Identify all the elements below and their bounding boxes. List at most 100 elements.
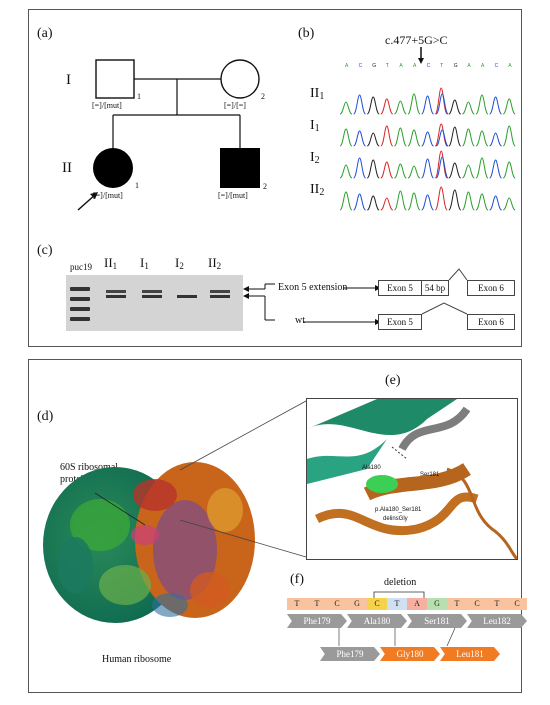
- wt-exon5-box: Exon 5: [378, 314, 422, 330]
- residue-arrow: Ser181: [407, 614, 467, 628]
- sequence-row-label: II1: [310, 86, 324, 102]
- deletion-bracket: [373, 591, 425, 599]
- chromatogram-peak: [353, 193, 366, 211]
- chromatogram-peak: [448, 189, 462, 211]
- chromatogram-traces: [339, 87, 516, 211]
- chromatogram-peak: [407, 192, 421, 211]
- structure-zoom-drawing: [307, 399, 517, 559]
- nucleotide-cell: T: [307, 598, 328, 610]
- mutation-arrow: [418, 47, 424, 64]
- nucleotide-cell: G: [427, 598, 448, 610]
- nucleotide-cell: A: [407, 598, 428, 610]
- chromatogram-peak: [339, 128, 353, 147]
- pedigree-lines: [77, 59, 260, 211]
- heterozygous-peak: [435, 93, 449, 115]
- wt-band: [106, 295, 126, 298]
- chromatogram-peak: [502, 161, 516, 179]
- chromatogram-peak: [393, 190, 407, 211]
- chromatogram-peak: [407, 93, 421, 115]
- nucleotide-cell: T: [487, 598, 508, 610]
- chromatogram-peak: [366, 96, 380, 115]
- lane-label-main: I: [175, 255, 180, 270]
- extension-band: [142, 290, 162, 293]
- chromatogram-peak: [366, 159, 380, 179]
- chromatogram-peak: [339, 191, 353, 211]
- chromatogram-peak: [489, 96, 502, 115]
- panel-label-e: (e): [385, 373, 401, 388]
- ii1-number: 1: [135, 181, 139, 190]
- gel-lane-label: I2: [175, 255, 184, 271]
- lane-label-main: II: [104, 255, 113, 270]
- extension-band: [210, 290, 230, 293]
- splice-junction-lines: [421, 268, 468, 315]
- chromatogram-peak: [366, 195, 380, 211]
- generation-ii-label: II: [62, 160, 72, 176]
- i2-genotype: [=]/[=]: [224, 101, 246, 110]
- ribosome-caption: Human ribosome: [102, 654, 172, 665]
- chromatogram-peak: [489, 132, 502, 147]
- chromatogram-peak: [475, 130, 489, 147]
- nucleotide-cell: T: [287, 598, 308, 610]
- chromatogram-peak: [394, 100, 407, 115]
- ext-exon6-box: Exon 6: [467, 280, 515, 296]
- chromatogram-peak: [421, 194, 434, 211]
- chromatogram-peak: [462, 101, 475, 115]
- deletion-label: deletion: [384, 577, 417, 588]
- panel-label-b: (b): [298, 26, 315, 41]
- chromatogram-peak: [475, 94, 489, 115]
- marker-band: [70, 307, 90, 311]
- gel-marker-label: puc19: [70, 262, 92, 272]
- nucleotide-cell: T: [387, 598, 408, 610]
- row-label-main: I: [310, 118, 315, 133]
- base-call: A: [399, 63, 403, 69]
- nucleotide-cell: T: [447, 598, 468, 610]
- residue-arrow: Phe179: [320, 647, 380, 661]
- chromatogram-peak: [421, 131, 434, 147]
- lane-label-main: I: [140, 255, 145, 270]
- row-label-main: II: [310, 182, 320, 197]
- chromatogram-peak: [339, 164, 353, 179]
- sequence-row-label: I2: [310, 150, 320, 166]
- chromatogram-peak: [502, 197, 516, 211]
- wt-band: [142, 295, 162, 298]
- chromatogram-peak: [434, 123, 448, 147]
- mutation-label: c.477+5G>C: [385, 33, 448, 47]
- row-label-sub: 1: [319, 91, 325, 102]
- row-label-main: II: [310, 86, 320, 101]
- lane-label-sub: 1: [144, 261, 149, 271]
- structure-zoom-image: Ala180 Ser181 p.Ala180_Ser181 delinsGly: [306, 398, 518, 560]
- base-call: G: [372, 63, 377, 69]
- chromatogram-peak: [462, 191, 475, 211]
- row-label-sub: 2: [319, 187, 325, 198]
- ii2-genotype: [=]/[mut]: [218, 191, 248, 200]
- base-call: T: [440, 63, 444, 69]
- chromatogram-peak: [489, 195, 502, 211]
- chromatogram-peak: [462, 128, 475, 147]
- proband-ii1-symbol: [93, 148, 133, 188]
- residue-arrow: Leu181: [440, 647, 500, 661]
- gel-image: [66, 275, 243, 331]
- mapping-lines: [338, 627, 456, 647]
- row-label-main: I: [310, 150, 315, 165]
- panel-label-f: (f): [290, 572, 304, 587]
- ala180-label: Ala180: [362, 465, 381, 471]
- mutation-label-line1: p.Ala180_Ser181: [375, 507, 422, 513]
- chromatogram-peak: [366, 132, 380, 147]
- mutation-label-line2: delinsGly: [383, 516, 408, 522]
- exon5-extension-label: Exon 5 extension: [278, 282, 348, 293]
- chromatogram-peak: [380, 161, 394, 179]
- base-call: C: [358, 63, 363, 69]
- base-call: C: [494, 63, 499, 69]
- chromatogram-peak: [475, 157, 489, 179]
- chromatogram-peak: [353, 157, 367, 179]
- human-ribosome-structure: [43, 462, 255, 623]
- chromatogram-peak: [489, 159, 502, 179]
- chromatogram-peak: [407, 129, 421, 147]
- base-call: T: [385, 63, 389, 69]
- base-call: C: [426, 63, 431, 69]
- nucleotide-cell: C: [367, 598, 388, 610]
- panel-label-a: (a): [37, 26, 53, 41]
